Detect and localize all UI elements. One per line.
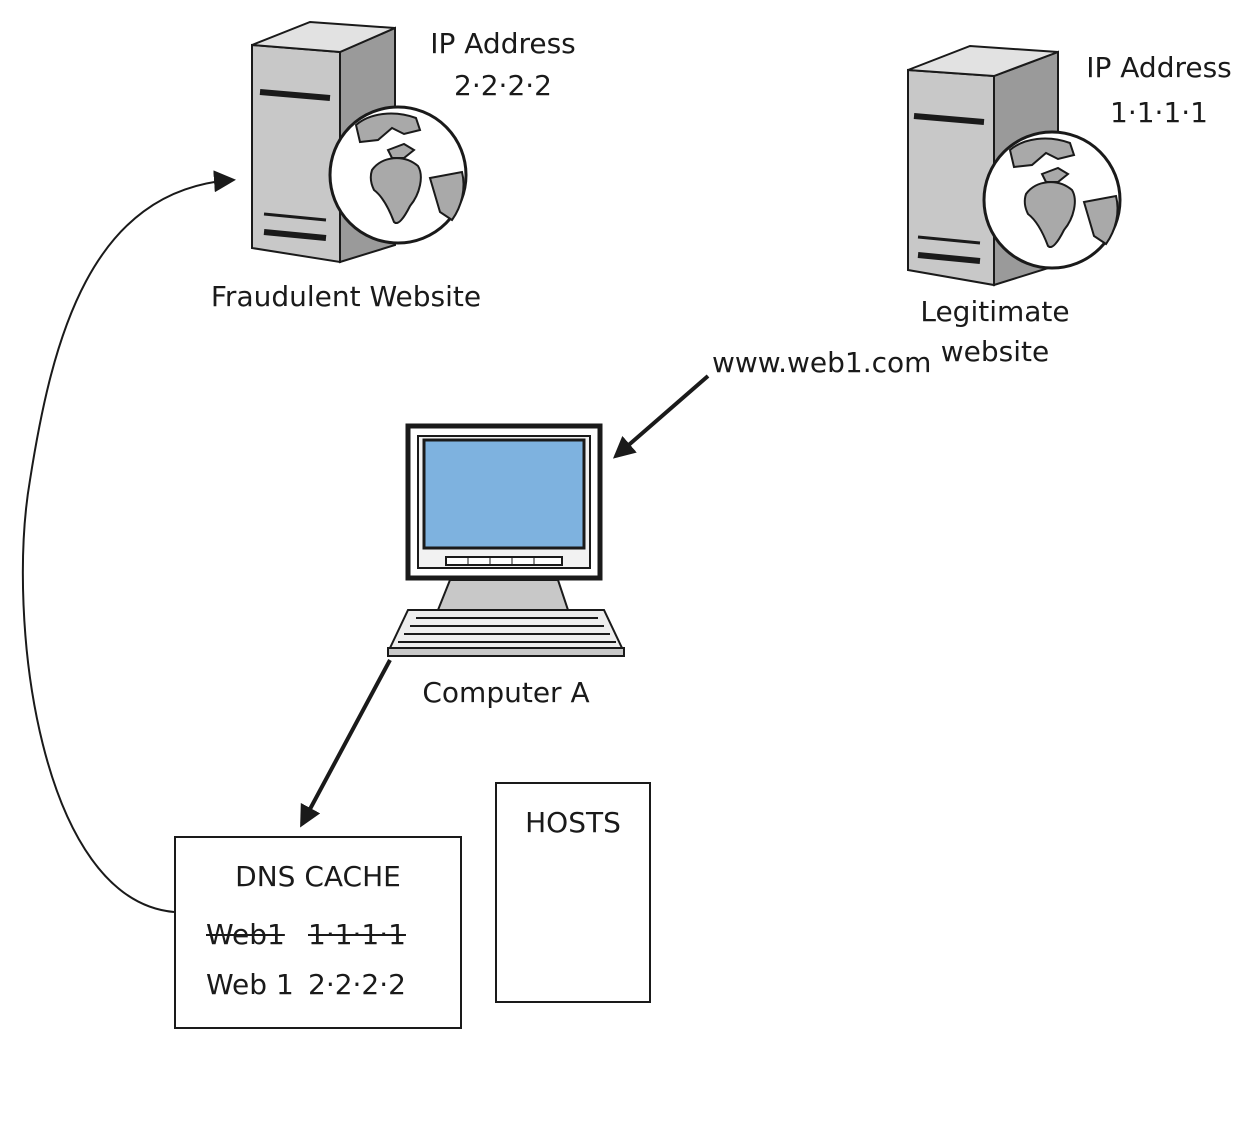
fraudulent-website-label: Fraudulent Website	[210, 280, 482, 313]
legitimate-website-label-line1: Legitimate	[920, 295, 1070, 328]
fraudulent-server-icon	[251, 20, 468, 264]
hosts-file-box: HOSTS	[495, 782, 651, 1003]
fraudulent-ip-value: 2·2·2·2	[454, 69, 552, 102]
legitimate-ip-value: 1·1·1·1	[1110, 96, 1208, 129]
computer-label: Computer A	[422, 676, 590, 709]
legitimate-server-icon	[907, 44, 1122, 287]
hosts-title: HOSTS	[525, 806, 621, 839]
legitimate-ip-title: IP Address	[1086, 51, 1232, 84]
fraudulent-ip-title: IP Address	[430, 27, 576, 60]
lookup-arrow	[300, 659, 392, 828]
request-arrow	[612, 374, 710, 459]
request-url-label: www.web1.com	[712, 346, 932, 379]
dns-entry-ip-poisoned: 2·2·2·2	[308, 968, 406, 1001]
dns-entry-ip-stale: 1·1·1·1	[308, 918, 406, 951]
dns-cache-box: DNS CACHE Web1 1·1·1·1 Web 1 2·2·2·2	[174, 836, 462, 1029]
redirect-curve-arrow	[21, 170, 236, 913]
computer-icon	[387, 423, 625, 657]
dns-cache-title: DNS CACHE	[235, 860, 401, 893]
legitimate-website-label-line2: website	[940, 335, 1050, 368]
dns-entry-name-poisoned: Web 1	[206, 968, 294, 1001]
dns-entry-name-stale: Web1	[206, 918, 285, 951]
